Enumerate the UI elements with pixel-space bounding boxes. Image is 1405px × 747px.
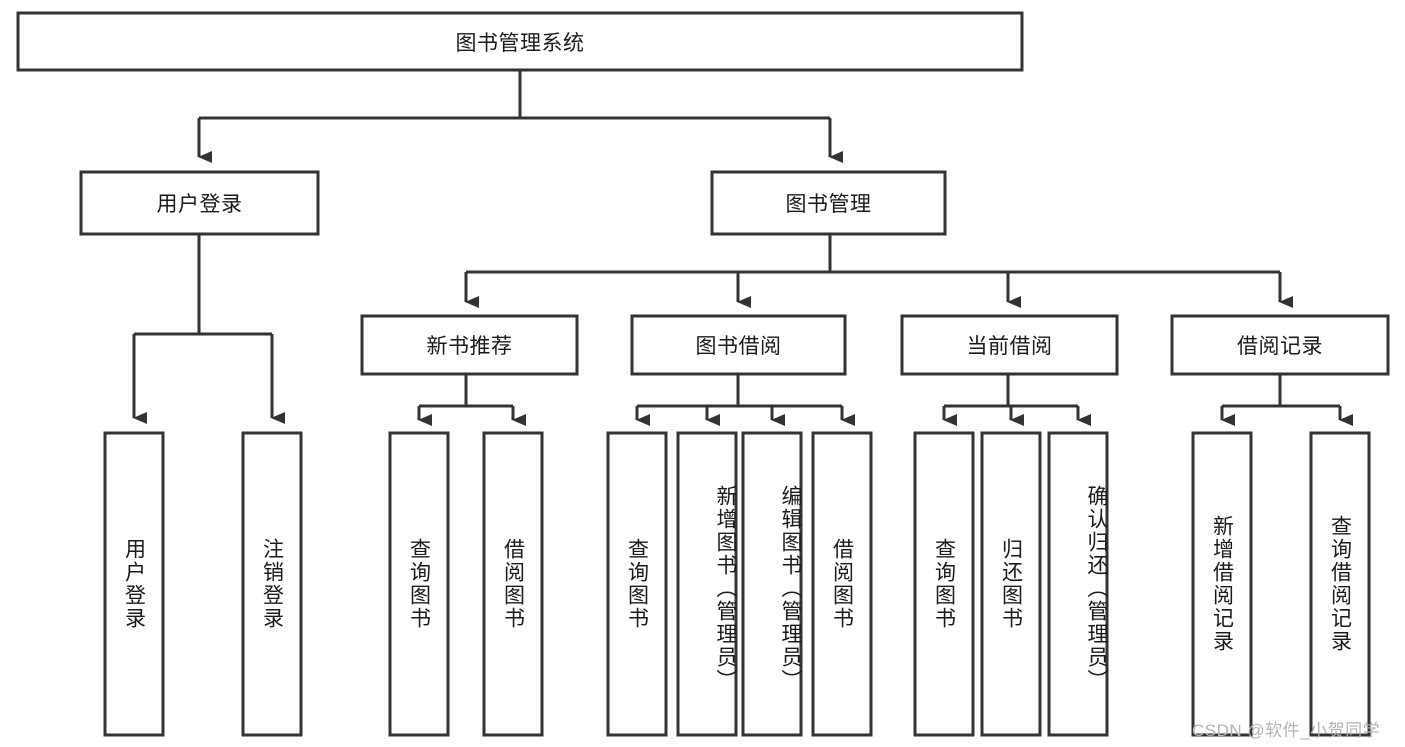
node-new-book-recommend-box[interactable] <box>360 314 579 376</box>
node-leaf-add-book-box[interactable] <box>676 431 738 737</box>
node-leaf-user-login-box[interactable] <box>103 431 165 737</box>
node-leaf-confirm-return-box[interactable] <box>1047 431 1109 737</box>
node-leaf-query-book-3-box[interactable] <box>913 431 975 737</box>
node-book-borrow-box[interactable] <box>630 314 847 376</box>
watermark-text: CSDN @软件_小贺同学 <box>1192 721 1381 740</box>
node-book-management-box[interactable] <box>710 170 947 236</box>
node-user-login-box[interactable] <box>79 170 320 236</box>
node-leaf-borrow-book-1-box[interactable] <box>482 431 544 737</box>
node-leaf-query-book-2-box[interactable] <box>606 431 668 737</box>
node-leaf-query-record-box[interactable] <box>1309 431 1371 737</box>
node-root-box[interactable] <box>16 11 1024 72</box>
node-current-borrow-box[interactable] <box>900 314 1119 376</box>
node-leaf-return-book-box[interactable] <box>980 431 1042 737</box>
node-leaf-query-book-1-box[interactable] <box>388 431 450 737</box>
node-leaf-borrow-book-2-box[interactable] <box>811 431 873 737</box>
node-leaf-add-record-box[interactable] <box>1191 431 1253 737</box>
node-leaf-edit-book-box[interactable] <box>741 431 803 737</box>
node-borrow-record-box[interactable] <box>1170 314 1390 376</box>
node-leaf-logout-login-box[interactable] <box>241 431 303 737</box>
